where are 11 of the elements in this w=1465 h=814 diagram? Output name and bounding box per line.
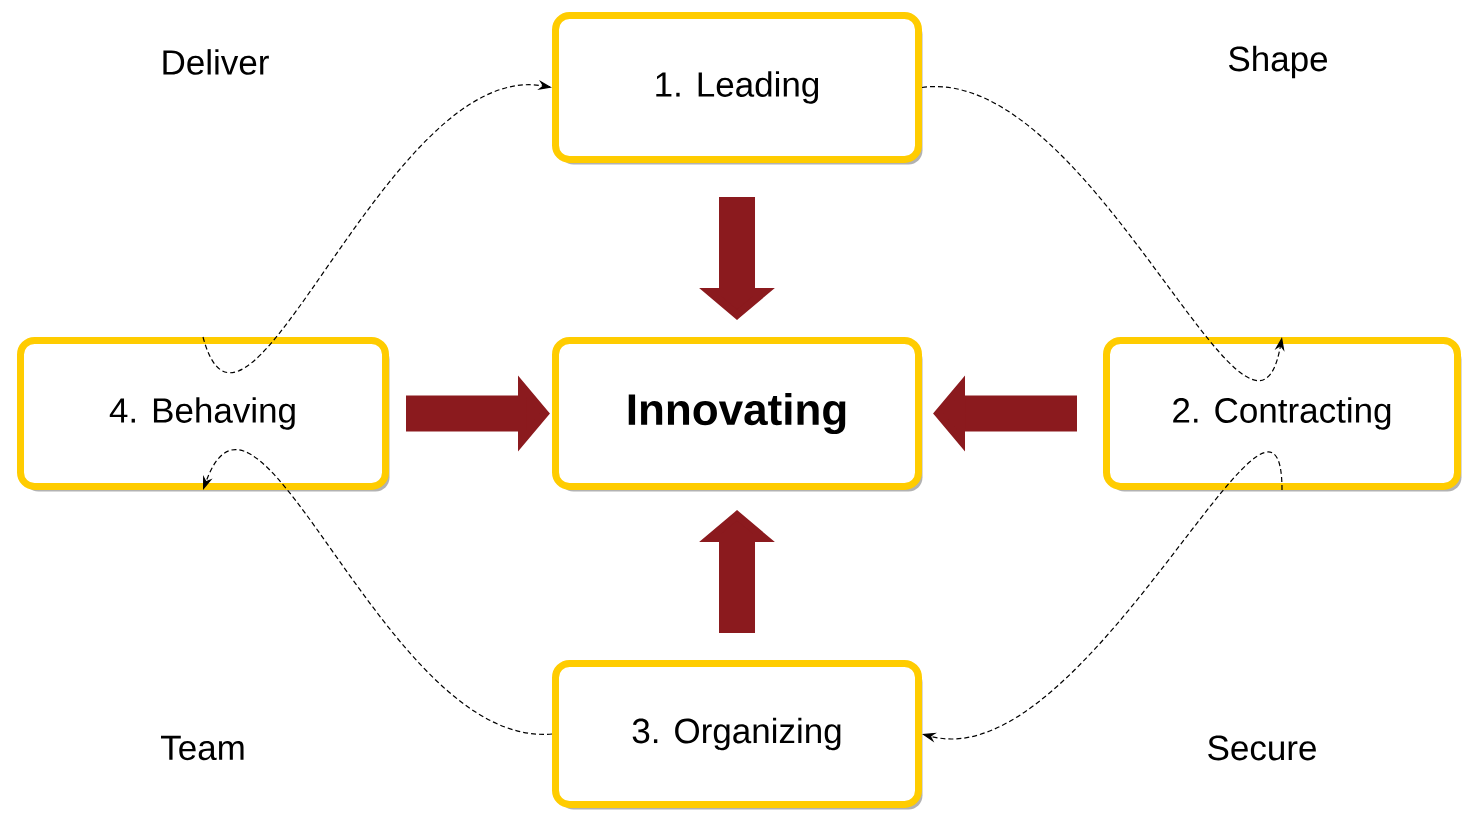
process-box: 2. Contracting [1103, 337, 1462, 492]
process-box: Innovating [552, 337, 923, 492]
dashed-arrow [203, 449, 553, 735]
process-box: 3. Organizing [552, 660, 923, 810]
process-box: 1. Leading [552, 12, 923, 165]
phase-label: Team [161, 735, 244, 761]
phase-label: Shape [1229, 45, 1328, 79]
phase-label: Secure [1208, 735, 1316, 761]
dashed-arrow [921, 86, 1285, 382]
process-box: 4. Behaving [17, 337, 390, 492]
phase-label: Deliver [163, 49, 269, 75]
